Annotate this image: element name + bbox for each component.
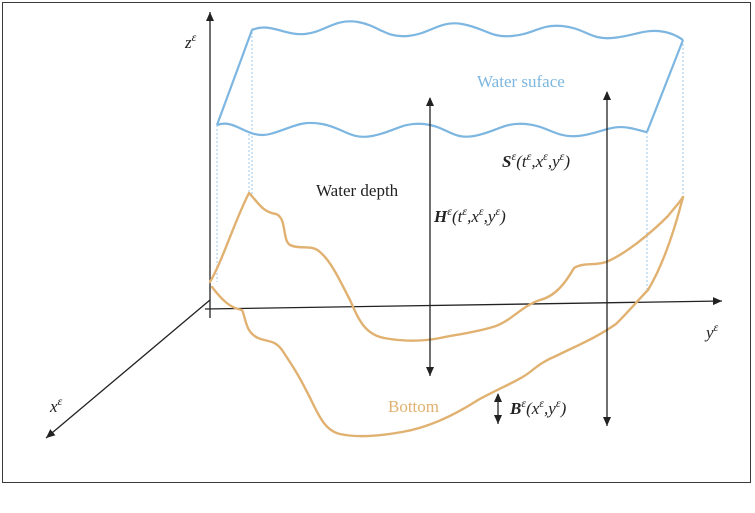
water-surface-left-edge	[215, 29, 254, 126]
bottom-front-profile	[210, 195, 685, 438]
water-surface-front-edge	[216, 121, 648, 138]
water-depth-label: Water depth	[316, 181, 399, 200]
bottom-label: Bottom	[388, 397, 439, 416]
bottom-surface	[208, 191, 685, 438]
bottom-elevation-formula: Bε(xε,yε)	[509, 396, 567, 418]
water-surface-right-edge	[645, 39, 685, 133]
water-depth-formula: Hε(tε,xε,yε)	[433, 204, 506, 226]
surface-elevation-formula: Sε(tε,xε,yε)	[502, 149, 570, 171]
x-axis	[45, 299, 211, 439]
z-axis-label: zε	[184, 30, 197, 52]
diagram-frame	[2, 2, 751, 483]
y-axis	[204, 297, 723, 310]
dotted-guides	[216, 28, 684, 290]
y-axis-label: yε	[704, 320, 719, 342]
water-surface	[215, 20, 685, 138]
x-axis-label: xε	[49, 394, 63, 416]
water-surface-back-edge	[251, 20, 684, 41]
water-surface-label: Water suface	[477, 72, 565, 91]
